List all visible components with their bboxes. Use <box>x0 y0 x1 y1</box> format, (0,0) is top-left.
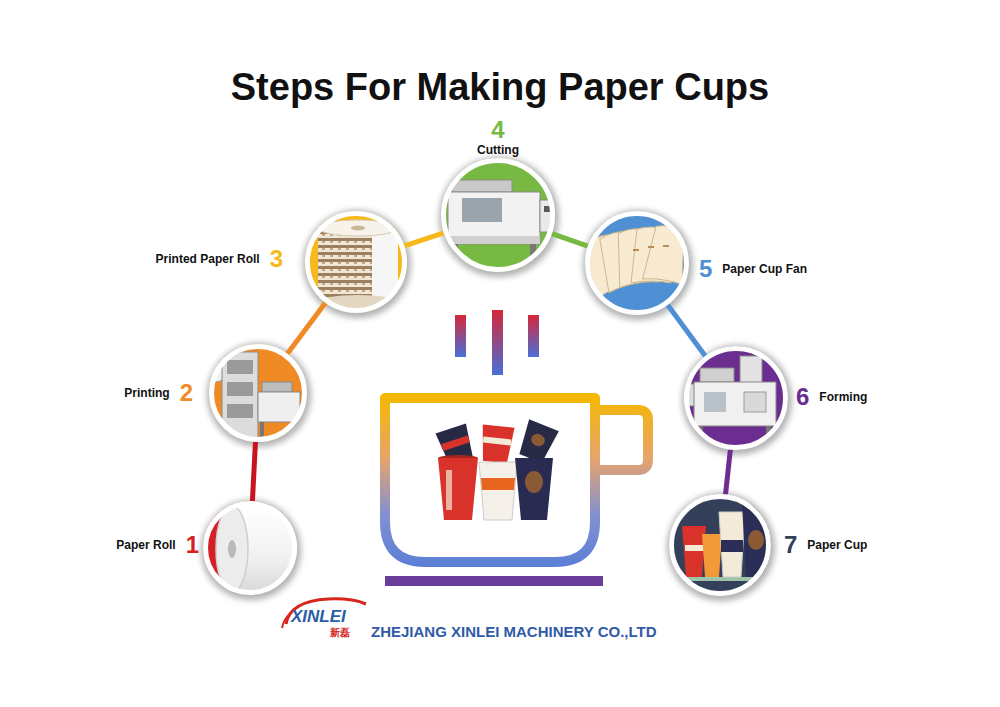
circle-ring <box>588 214 687 313</box>
step-number: 4 <box>491 117 504 143</box>
step-circle: Paper Roll1 <box>203 501 297 595</box>
step-circle: Printed Paper Roll3 <box>305 211 407 313</box>
step-number: 3 <box>270 246 283 272</box>
step-number: 7 <box>784 532 797 558</box>
step-caption: Paper Roll 1 <box>116 532 199 558</box>
step-number: 2 <box>180 380 193 406</box>
step-circle: 7Paper Cup <box>669 494 771 596</box>
circle-outline <box>441 158 555 272</box>
circle-outline <box>203 501 297 595</box>
company-name: ZHEJIANG XINLEI MACHINERY CO.,LTD <box>371 623 657 640</box>
step-circle: 4Cutting <box>441 158 555 272</box>
circle-outline <box>585 211 689 315</box>
flow-connector <box>404 233 443 246</box>
circle-outline <box>209 344 307 442</box>
circle-outline <box>305 211 407 313</box>
step-caption: Printing 2 <box>124 380 193 406</box>
step-number: 1 <box>186 532 199 558</box>
step-circle: 5Paper Cup Fan <box>585 211 689 315</box>
brand-chinese-name: 新磊 <box>330 627 350 639</box>
step-number: 5 <box>699 256 712 282</box>
circle-ring <box>672 497 769 594</box>
circle-ring <box>687 349 786 448</box>
flow-connector <box>726 450 731 495</box>
step-caption: 5 Paper Cup Fan <box>699 256 807 282</box>
circle-outline <box>684 346 788 450</box>
step-number: 6 <box>796 384 809 410</box>
circle-outline <box>669 494 771 596</box>
flow-connector <box>287 303 325 354</box>
step-label: Forming <box>819 390 867 403</box>
step-caption: Printed Paper Roll 3 <box>156 246 283 272</box>
flow-connector <box>252 442 255 501</box>
step-caption: 7 Paper Cup <box>784 532 867 558</box>
circle-ring <box>308 214 405 311</box>
brand-logo-text: XINLEI <box>291 607 346 627</box>
circle-ring <box>444 161 553 270</box>
flow-connector <box>668 305 705 356</box>
step-label: Cutting <box>477 144 519 157</box>
step-label: Printed Paper Roll <box>156 252 260 265</box>
flow-connector <box>552 234 588 246</box>
step-circle: 6Forming <box>684 346 788 450</box>
step-label: Paper Cup Fan <box>722 262 807 275</box>
circle-ring <box>206 504 295 593</box>
step-circle: Printing2 <box>209 344 307 442</box>
step-label: Paper Roll <box>116 538 175 551</box>
step-label: Paper Cup <box>807 538 867 551</box>
step-label: Printing <box>124 386 169 399</box>
step-caption: 4Cutting <box>477 117 519 157</box>
diagram-title: Steps For Making Paper Cups <box>0 66 1000 110</box>
circle-ring <box>212 347 305 440</box>
step-caption: 6 Forming <box>796 384 867 410</box>
